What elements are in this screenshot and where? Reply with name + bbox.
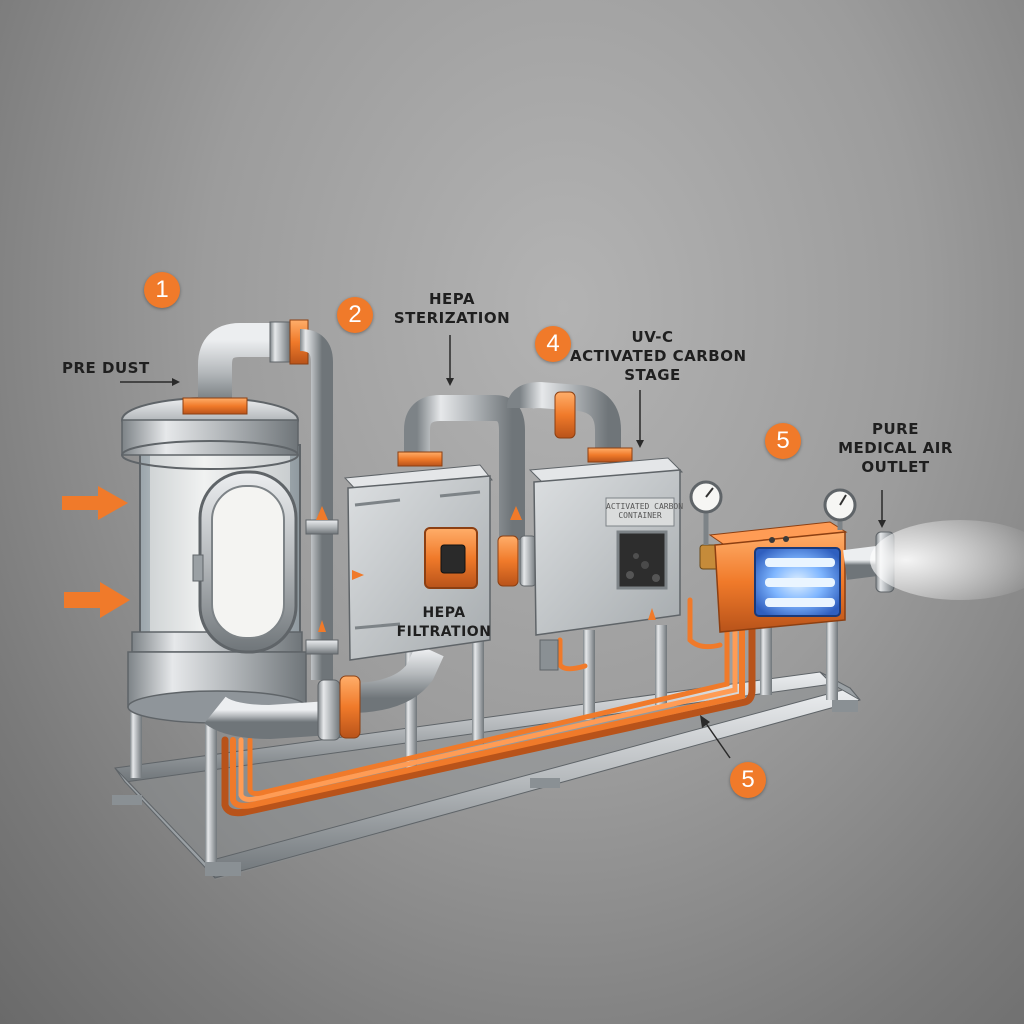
pre-filter-vessel bbox=[121, 397, 307, 724]
uv-lamp-icon bbox=[765, 558, 835, 567]
inlet-arrow-icon bbox=[62, 486, 130, 618]
carbon-nameplate-line1: ACTIVATED CARBON bbox=[606, 502, 684, 511]
step-badge-2: 2 bbox=[337, 297, 373, 333]
label-uvc-stage-line2: ACTIVATED CARBON bbox=[570, 347, 747, 365]
step-badge-4: 4 bbox=[535, 326, 571, 362]
flow-arrows bbox=[316, 506, 656, 632]
step-badge-5-bottom: 5 bbox=[730, 762, 766, 798]
conduit-bundle bbox=[221, 597, 756, 817]
label-pure-outlet-line3: OUTLET bbox=[861, 458, 930, 476]
label-pure-outlet: PURE MEDICAL AIR OUTLET bbox=[838, 420, 953, 477]
label-uvc-stage-line1: UV-C bbox=[631, 328, 674, 346]
label-hepa-sterization: HEPA STERIZATION bbox=[392, 290, 512, 328]
label-uvc-stage: UV-C ACTIVATED CARBON STAGE bbox=[570, 328, 747, 385]
label-hepa-filtration: HEPA FILTRATION bbox=[394, 604, 494, 642]
outlet-pipe bbox=[843, 520, 1024, 600]
carbon-box bbox=[528, 457, 684, 671]
label-pre-dust: PRE DUST bbox=[62, 359, 150, 377]
stage2-3-arch-pipe bbox=[397, 381, 633, 589]
label-pure-outlet-line1: PURE bbox=[872, 420, 919, 438]
skid-frame bbox=[112, 605, 861, 880]
step-badge-1: 1 bbox=[144, 272, 180, 308]
label-hepa-filtration-line2: FILTRATION bbox=[396, 624, 492, 640]
vessel-riser-pipe bbox=[182, 319, 339, 680]
hepa-box bbox=[343, 464, 493, 661]
label-pure-outlet-line2: MEDICAL AIR bbox=[838, 439, 953, 457]
label-hepa-filtration-line1: HEPA bbox=[422, 605, 466, 621]
carbon-nameplate: ACTIVATED CARBON CONTAINER bbox=[606, 502, 684, 520]
bottom-return-pipe bbox=[204, 643, 444, 741]
callout-arrow-icon bbox=[120, 335, 886, 759]
label-hepa-sterization-line1: HEPA bbox=[428, 290, 476, 308]
step-badge-5-top: 5 bbox=[765, 423, 801, 459]
carbon-nameplate-line2: CONTAINER bbox=[618, 511, 662, 520]
label-hepa-sterization-line2: STERIZATION bbox=[393, 309, 511, 327]
uv-c-box bbox=[708, 488, 857, 633]
label-uvc-stage-line3: STAGE bbox=[624, 366, 681, 384]
